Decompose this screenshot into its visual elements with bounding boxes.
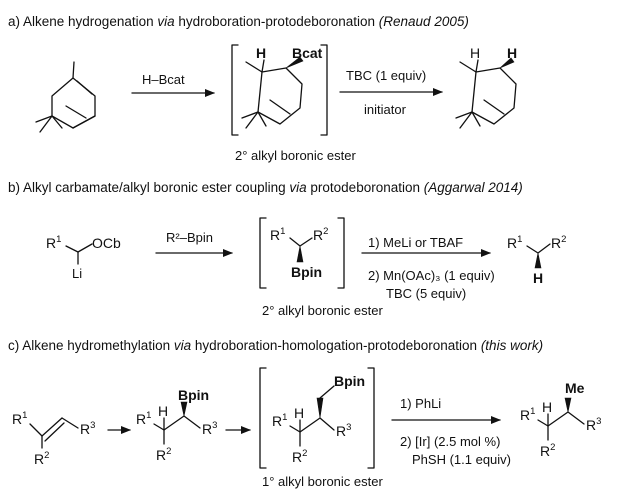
h-atom: H <box>256 45 266 61</box>
reagent-h-bcat: H–Bcat <box>142 72 185 87</box>
svg-text:R2: R2 <box>313 226 328 243</box>
bpin-group: Bpin <box>178 387 209 403</box>
h-atom-new: H <box>507 45 517 61</box>
reagent-phli: 1) PhLi <box>400 396 441 411</box>
svg-text:R1: R1 <box>270 226 285 243</box>
bpin-group: Bpin <box>291 264 322 280</box>
secondary-boronic-ester-structure: R1 R2 Bpin <box>270 226 328 280</box>
svg-text:R1: R1 <box>507 234 522 251</box>
reagent-tbc: TBC (1 equiv) <box>346 68 426 83</box>
hydromethylation-product-structure: R1 H Me R3 R2 <box>520 380 601 459</box>
reagent-phsh: PhSH (1.1 equiv) <box>412 452 511 467</box>
panel-a-title: a) Alkene hydrogenation via hydroboratio… <box>8 14 469 29</box>
bracket-left <box>259 217 267 289</box>
reagent-r2-bpin: R²–Bpin <box>166 230 213 245</box>
reagent-initiator: initiator <box>364 102 407 117</box>
reagent-meli-tbaf: 1) MeLi or TBAF <box>368 235 463 250</box>
panel-c-title: c) Alkene hydromethylation via hydrobora… <box>8 338 543 353</box>
panel-b-intermediate-label: 2° alkyl boronic ester <box>262 303 383 318</box>
methyl-group: Me <box>565 380 585 396</box>
h-atom: H <box>470 45 480 61</box>
svg-text:R3: R3 <box>202 420 217 437</box>
reagent-ir-catalyst: 2) [Ir] (2.5 mol %) <box>400 434 500 449</box>
bracket-right <box>367 367 375 469</box>
bcat-group: Bcat <box>292 45 323 61</box>
svg-text:R1: R1 <box>136 410 151 427</box>
bracket-left <box>259 367 267 469</box>
svg-text:R3: R3 <box>336 422 351 439</box>
ocb-group: OCb <box>92 235 121 251</box>
panel-b-product-structure: R1 R2 H <box>507 234 566 286</box>
svg-text:R2: R2 <box>551 234 566 251</box>
bpin-group: Bpin <box>334 373 365 389</box>
svg-text:R1: R1 <box>12 410 27 427</box>
hydroboration-product-structure: R1 H Bpin R3 R2 <box>136 387 217 463</box>
panel-b-title: b) Alkyl carbamate/alkyl boronic ester c… <box>8 180 523 195</box>
panel-a-intermediate-label: 2° alkyl boronic ester <box>235 148 356 163</box>
lithiated-carbamate-structure: R1 OCb Li <box>46 234 121 281</box>
h-atom-new: H <box>533 270 543 286</box>
svg-text:R²–Bpin: R²–Bpin <box>166 230 213 245</box>
h-atom: H <box>542 399 552 415</box>
bracket-right <box>337 217 345 289</box>
svg-text:R1: R1 <box>272 412 287 429</box>
bracket-left <box>231 44 239 136</box>
panel-b-arrow-1: R²–Bpin <box>155 230 233 257</box>
h-atom: H <box>294 405 304 421</box>
pinane-product-structure: H H <box>455 45 517 129</box>
svg-text:R2: R2 <box>540 442 555 459</box>
li-atom: Li <box>72 266 82 281</box>
panel-c-intermediate-label: 1° alkyl boronic ester <box>262 474 383 489</box>
bracket-right <box>320 44 328 136</box>
panel-b-arrow-2: 1) MeLi or TBAF 2) Mn(OAc)₃ (1 equiv) TB… <box>361 235 495 301</box>
svg-text:R2: R2 <box>292 448 307 465</box>
reagent-tbc: TBC (5 equiv) <box>386 286 466 301</box>
svg-text:R3: R3 <box>80 420 95 437</box>
svg-text:R3: R3 <box>586 416 601 433</box>
pinanyl-boronic-ester-structure: H Bcat <box>241 45 323 129</box>
svg-text:R2: R2 <box>34 450 49 467</box>
reagent-mn-oac: 2) Mn(OAc)₃ (1 equiv) <box>368 268 495 283</box>
primary-boronic-ester-structure: R1 H Bpin R3 R2 <box>272 373 365 465</box>
panel-a-arrow-2: TBC (1 equiv) initiator <box>339 68 443 117</box>
svg-text:R1: R1 <box>520 406 535 423</box>
svg-text:R1: R1 <box>46 234 61 251</box>
panel-c-arrow-3: 1) PhLi 2) [Ir] (2.5 mol %) PhSH (1.1 eq… <box>391 396 511 467</box>
alpha-pinene-structure <box>35 61 96 133</box>
trisubstituted-alkene-structure: R1 R3 R2 <box>12 410 95 467</box>
svg-text:R2: R2 <box>156 446 171 463</box>
panel-a-arrow-1: H–Bcat <box>131 72 215 97</box>
h-atom: H <box>158 403 168 419</box>
